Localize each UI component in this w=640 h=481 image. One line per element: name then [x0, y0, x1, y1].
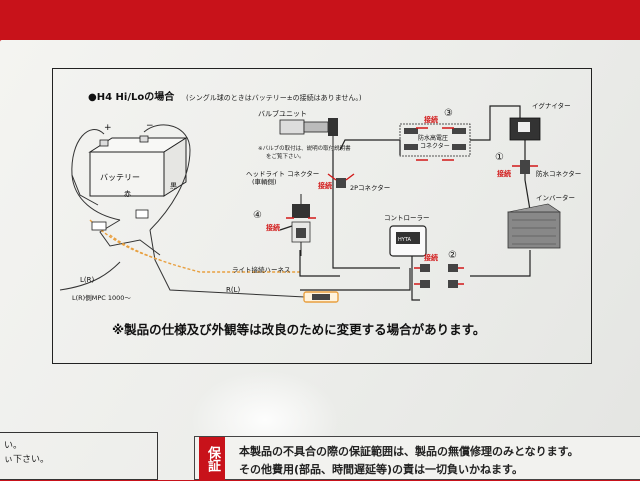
bottom-left-panel: い。 ぃ下さい。	[0, 432, 158, 480]
igniter	[509, 117, 541, 141]
connect-label-2: 接続	[424, 253, 438, 262]
headlight-connector-label-2: (車輌側)	[252, 177, 277, 186]
two-p-connector-label: 2Pコネクター	[350, 183, 390, 192]
warranty-box: 保証 本製品の不具合の際の保証範囲は、製品の無償修理のみとなります。 その他費用…	[194, 436, 640, 481]
wire-r-label: R(L)	[226, 286, 240, 294]
waterproof-hv-connector	[399, 123, 471, 157]
fuse-holder	[91, 221, 107, 231]
battery-label: バッテリー	[100, 173, 140, 182]
hv-connector-label-2: コネクター	[420, 142, 450, 150]
controller-badge: HYTA	[398, 237, 411, 243]
wiring-diagram-frame	[52, 68, 592, 364]
bulb-unit	[279, 118, 338, 150]
controller	[389, 225, 427, 257]
orange-harness	[109, 234, 300, 273]
step-1-badge: ①	[495, 152, 504, 163]
waterproof-connector-label: 防水コネクター	[536, 169, 581, 178]
inverter	[507, 203, 561, 249]
diagram-title: ●H4 Hi/Loの場合	[88, 90, 175, 103]
battery-plus: +	[104, 123, 112, 133]
igniter-label: イグナイター	[532, 101, 571, 110]
hv-connector-label-1: 防水高電圧	[418, 134, 448, 142]
wire-red-label: 赤	[124, 190, 131, 198]
two-p-connector	[327, 173, 355, 188]
wire-black-label: 黒	[170, 182, 177, 190]
orange-harness-2	[89, 219, 161, 261]
warranty-label: 保証	[199, 437, 225, 481]
main-wiring	[279, 105, 531, 301]
relay	[135, 209, 149, 219]
warranty-line-2: その他費用(部品、時間遅延等)の責は一切負いかねます。	[239, 463, 523, 476]
inverter-label: インバーター	[536, 193, 575, 202]
connect-arrows-3	[416, 127, 454, 161]
connect-label-3: 接続	[424, 115, 438, 124]
connect-label-2p: 接続	[318, 181, 332, 190]
diagram-subtitle: (シングル球のときはバッテリー±の接続はありません。)	[186, 93, 362, 102]
step-2-badge: ②	[448, 250, 457, 261]
step-3-badge: ③	[444, 108, 453, 119]
battery-wiring	[59, 124, 306, 298]
bulb-unit-label: バルブユニット	[258, 109, 307, 118]
battery: + − バッテリー	[88, 121, 188, 197]
battery-minus: −	[146, 121, 154, 131]
connect-label-1: 接続	[497, 169, 511, 178]
warranty-line-1: 本製品の不具合の際の保証範囲は、製品の無償修理のみとなります。	[239, 445, 579, 458]
notice-text: ※製品の仕様及び外観等は改良のために変更する場合があります。	[112, 322, 485, 337]
light-harness-fuse	[303, 291, 339, 303]
wire-l-note: L(R)側MPC 1000〜	[72, 294, 131, 302]
bottom-left-line-1: い。	[4, 441, 23, 451]
headlight-connector-label-1: ヘッドライト コネクター	[246, 169, 319, 178]
bulb-note-1: ※バルブの取付は、説明の取付説明書	[258, 144, 351, 152]
bulb-note-2: をご覧下さい。	[266, 152, 305, 160]
step-4-badge: ④	[253, 210, 262, 221]
wire-l-label: L(R)	[80, 276, 94, 284]
connect-label-4: 接続	[266, 223, 280, 232]
bottom-left-line-2: ぃ下さい。	[4, 455, 50, 465]
controller-connectors	[414, 264, 464, 288]
waterproof-connector	[512, 160, 538, 174]
light-harness-label: ライト接続ハーネス	[232, 265, 291, 274]
headlight-connector	[286, 194, 316, 256]
controller-label: コントローラー	[384, 214, 430, 222]
